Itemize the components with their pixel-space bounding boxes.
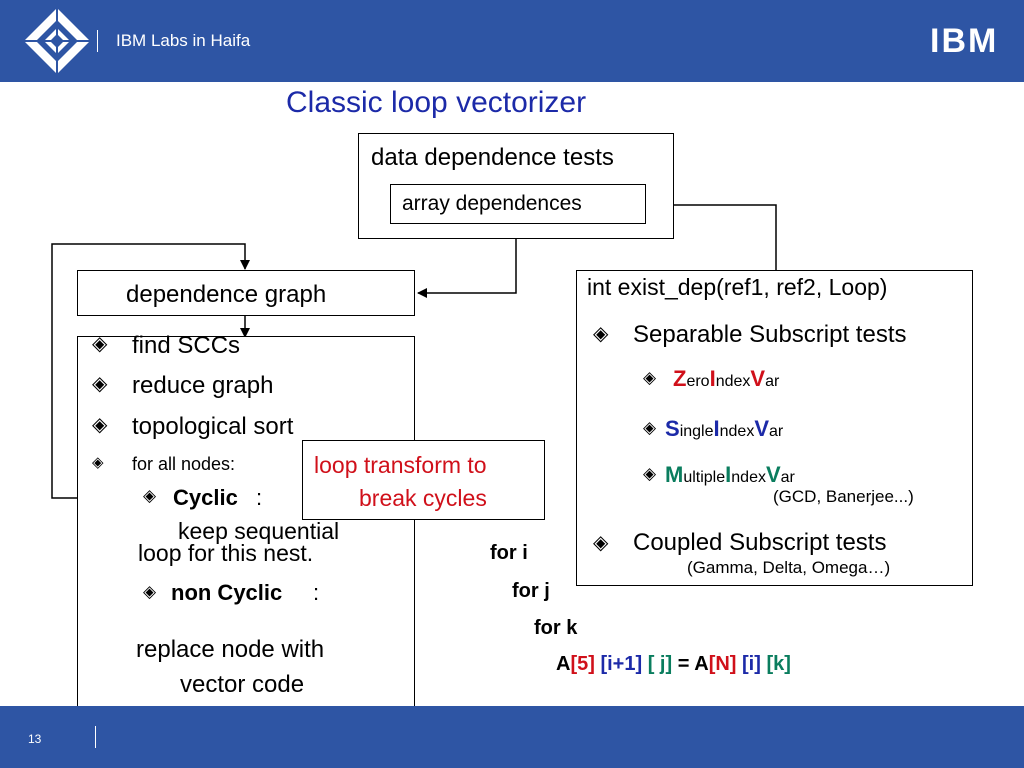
coupled-tests-label: Coupled Subscript tests (633, 529, 887, 556)
diamond-bullet-icon: ◈ (643, 418, 657, 437)
separable-tests-label: Separable Subscript tests (633, 321, 907, 348)
exist-dep-box: int exist_dep(ref1, ref2, Loop) ◈ Separa… (576, 270, 973, 586)
footer-divider (95, 726, 96, 748)
cyclic-label: Cyclic (173, 485, 238, 510)
footer-bar: 13 (0, 706, 1024, 768)
ziv-label: ZeroIndexVar (673, 366, 780, 391)
diamond-bullet-icon: ◈ (92, 333, 108, 355)
cyclic-text-line1: keep sequential (178, 518, 340, 544)
diamond-bullet-icon: ◈ (92, 454, 104, 471)
siv-label: SingleIndexVar (665, 416, 784, 441)
gamma-note: (Gamma, Delta, Omega…) (687, 558, 891, 577)
diamond-bullet-icon: ◈ (92, 373, 108, 395)
code-for-j: for j (512, 580, 550, 602)
replace-text-line2: vector code (180, 671, 305, 698)
diamond-bullet-icon: ◈ (143, 486, 157, 505)
dependence-graph-label: dependence graph (126, 281, 327, 308)
dependence-graph-box: dependence graph (77, 270, 415, 316)
loop-transform-line2: break cycles (359, 485, 487, 511)
array-dependences-label: array dependences (402, 192, 582, 215)
header-bar: IBM Labs in Haifa IBM (0, 0, 1024, 82)
for-all-nodes-label: for all nodes: (132, 454, 236, 474)
diamond-bullet-icon: ◈ (593, 532, 609, 554)
diamond-logo-icon (24, 8, 90, 74)
code-for-i: for i (490, 542, 528, 564)
non-cyclic-label: non Cyclic (171, 580, 283, 605)
page-number: 13 (28, 732, 42, 746)
miv-label: MultipleIndexVar (665, 462, 795, 487)
diamond-bullet-icon: ◈ (143, 582, 157, 601)
code-for-k: for k (534, 617, 578, 639)
algorithm-box (77, 336, 415, 710)
cyclic-text-line2: loop for this nest. (138, 540, 314, 566)
gcd-note: (GCD, Banerjee...) (773, 487, 914, 506)
data-dependence-title: data dependence tests (371, 144, 614, 171)
array-dependences-box: array dependences (390, 184, 646, 224)
diamond-bullet-icon: ◈ (92, 414, 108, 436)
diamond-bullet-icon: ◈ (643, 368, 657, 387)
exist-dep-signature: int exist_dep(ref1, ref2, Loop) (587, 274, 888, 300)
code-statement: A[5] [i+1] [ j] = A[N] [i] [k] (556, 653, 791, 675)
ibm-logo: IBM (930, 22, 999, 60)
replace-text-line1: replace node with (136, 636, 325, 663)
non-cyclic-colon: : (313, 580, 320, 605)
header-divider (97, 30, 98, 52)
diamond-bullet-icon: ◈ (593, 323, 609, 345)
list-item: find SCCs (132, 332, 241, 359)
page-title: Classic loop vectorizer (286, 86, 587, 119)
list-item: reduce graph (132, 372, 274, 399)
cyclic-colon: : (256, 485, 263, 510)
loop-transform-line1: loop transform to (314, 452, 487, 478)
list-item: topological sort (132, 413, 294, 440)
org-name: IBM Labs in Haifa (116, 31, 251, 50)
diamond-bullet-icon: ◈ (643, 464, 657, 483)
loop-transform-box: loop transform to break cycles (302, 440, 545, 520)
